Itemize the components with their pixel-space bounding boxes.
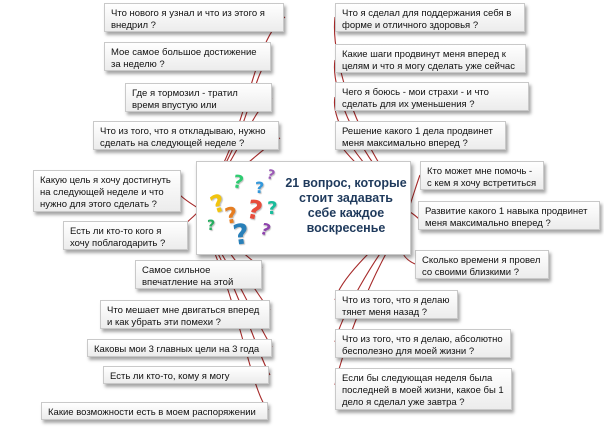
left-question-1: Что нового я узнал и что из этого я внед… [104, 3, 284, 32]
question-marks-cluster: ? ? ? ? ? ? ? ? ? ? [203, 167, 287, 252]
right-question-5: Кто может мне помочь - с кем я хочу встр… [420, 161, 544, 190]
right-question-3: Чего я боюсь - мои страхи - и что сделат… [335, 82, 529, 111]
left-question-5: Какую цель я хочу достигнуть на следующе… [33, 170, 181, 212]
right-question-1: Что я сделал для поддержания себя в форм… [335, 3, 525, 32]
question-mark-icon: ? [231, 171, 246, 194]
left-question-6: Есть ли кто-то кого я хочу поблагодарить… [63, 221, 188, 250]
right-question-10: Если бы следующая неделя была последней … [335, 368, 512, 410]
left-question-7: Самое сильное впечатление на этой неделе… [135, 260, 262, 289]
left-question-4: Что из того, что я откладываю, нужно сде… [93, 121, 279, 150]
right-question-4: Решение какого 1 дела продвинет меня мак… [335, 121, 506, 150]
central-topic: ? ? ? ? ? ? ? ? ? ? 21 вопрос, которые с… [196, 161, 411, 255]
central-title: 21 вопрос, которые стоит задавать себе к… [285, 176, 407, 235]
question-mark-icon: ? [265, 167, 277, 184]
question-mark-icon: ? [267, 198, 278, 219]
right-question-8: Что из того, что я делаю тянет меня наза… [335, 290, 458, 319]
left-question-10: Есть ли кто-то, кому я могу помочь ? [103, 366, 269, 384]
question-mark-icon: ? [255, 178, 265, 197]
question-mark-icon: ? [258, 218, 274, 241]
left-question-2: Мое самое большое достижение за неделю ? [104, 42, 271, 71]
right-question-9: Что из того, что я делаю, абсолютно бесп… [335, 329, 511, 358]
left-question-8: Что мешает мне двигаться вперед и как уб… [100, 300, 270, 329]
right-question-7: Сколько времени я провел со своими близк… [415, 250, 549, 279]
question-mark-icon: ? [207, 218, 216, 234]
left-question-11: Какие возможности есть в моем распоряжен… [41, 402, 268, 420]
left-question-9: Каковы мои 3 главных цели на 3 года ? [87, 339, 272, 357]
right-question-2: Какие шаги продвинут меня вперед к целям… [335, 44, 526, 73]
right-question-6: Развитие какого 1 навыка продвинет меня … [418, 201, 600, 230]
left-question-3: Где я тормозил - тратил время впустую ил… [125, 83, 272, 112]
